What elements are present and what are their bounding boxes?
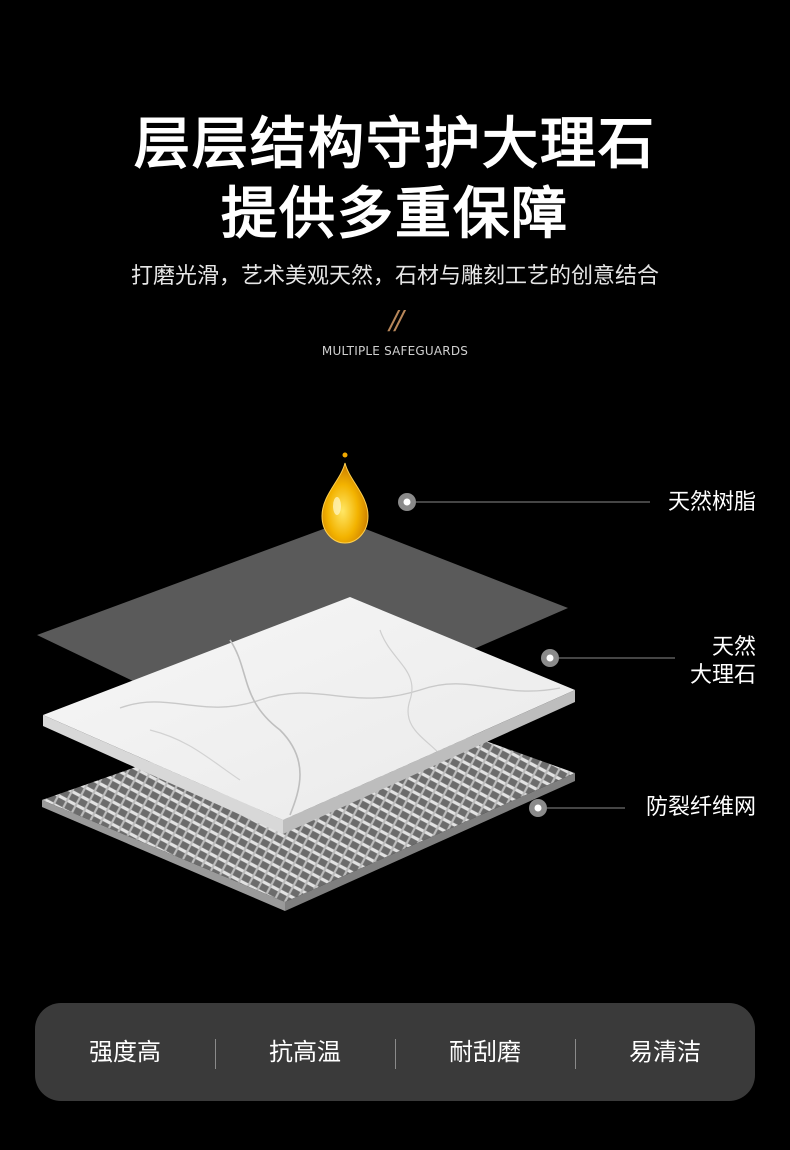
divider-mark: // (389, 306, 404, 336)
feature-strength: 强度高 (89, 1038, 161, 1066)
label-marble-line-1: 天然 (711, 635, 756, 660)
feature-heat-resistant: 抗高温 (215, 1037, 395, 1069)
callout-marble (541, 649, 675, 667)
features-panel: 强度高 抗高温 耐刮磨 易清洁 (35, 1003, 755, 1101)
feature-easy-clean: 易清洁 (575, 1037, 755, 1069)
callout-resin (398, 493, 650, 511)
label-marble-line-2: 大理石 (689, 663, 756, 688)
label-mesh: 防裂纤维网 (645, 795, 756, 820)
label-resin: 天然树脂 (667, 490, 756, 515)
marble-layer (43, 597, 575, 834)
feature-scratch-resistant: 耐刮磨 (395, 1037, 575, 1069)
callout-mesh (529, 799, 625, 817)
subtitle: 打磨光滑，艺术美观天然，石材与雕刻工艺的创意结合 (130, 264, 659, 289)
title-line-1: 层层结构守护大理石 (134, 112, 656, 177)
english-caption: MULTIPLE SAFEGUARDS (321, 344, 469, 358)
layers-illustration (37, 452, 675, 911)
label-marble: 天然 大理石 (690, 634, 756, 690)
title-line-2: 提供多重保障 (221, 182, 569, 247)
resin-drop-icon (321, 452, 369, 544)
